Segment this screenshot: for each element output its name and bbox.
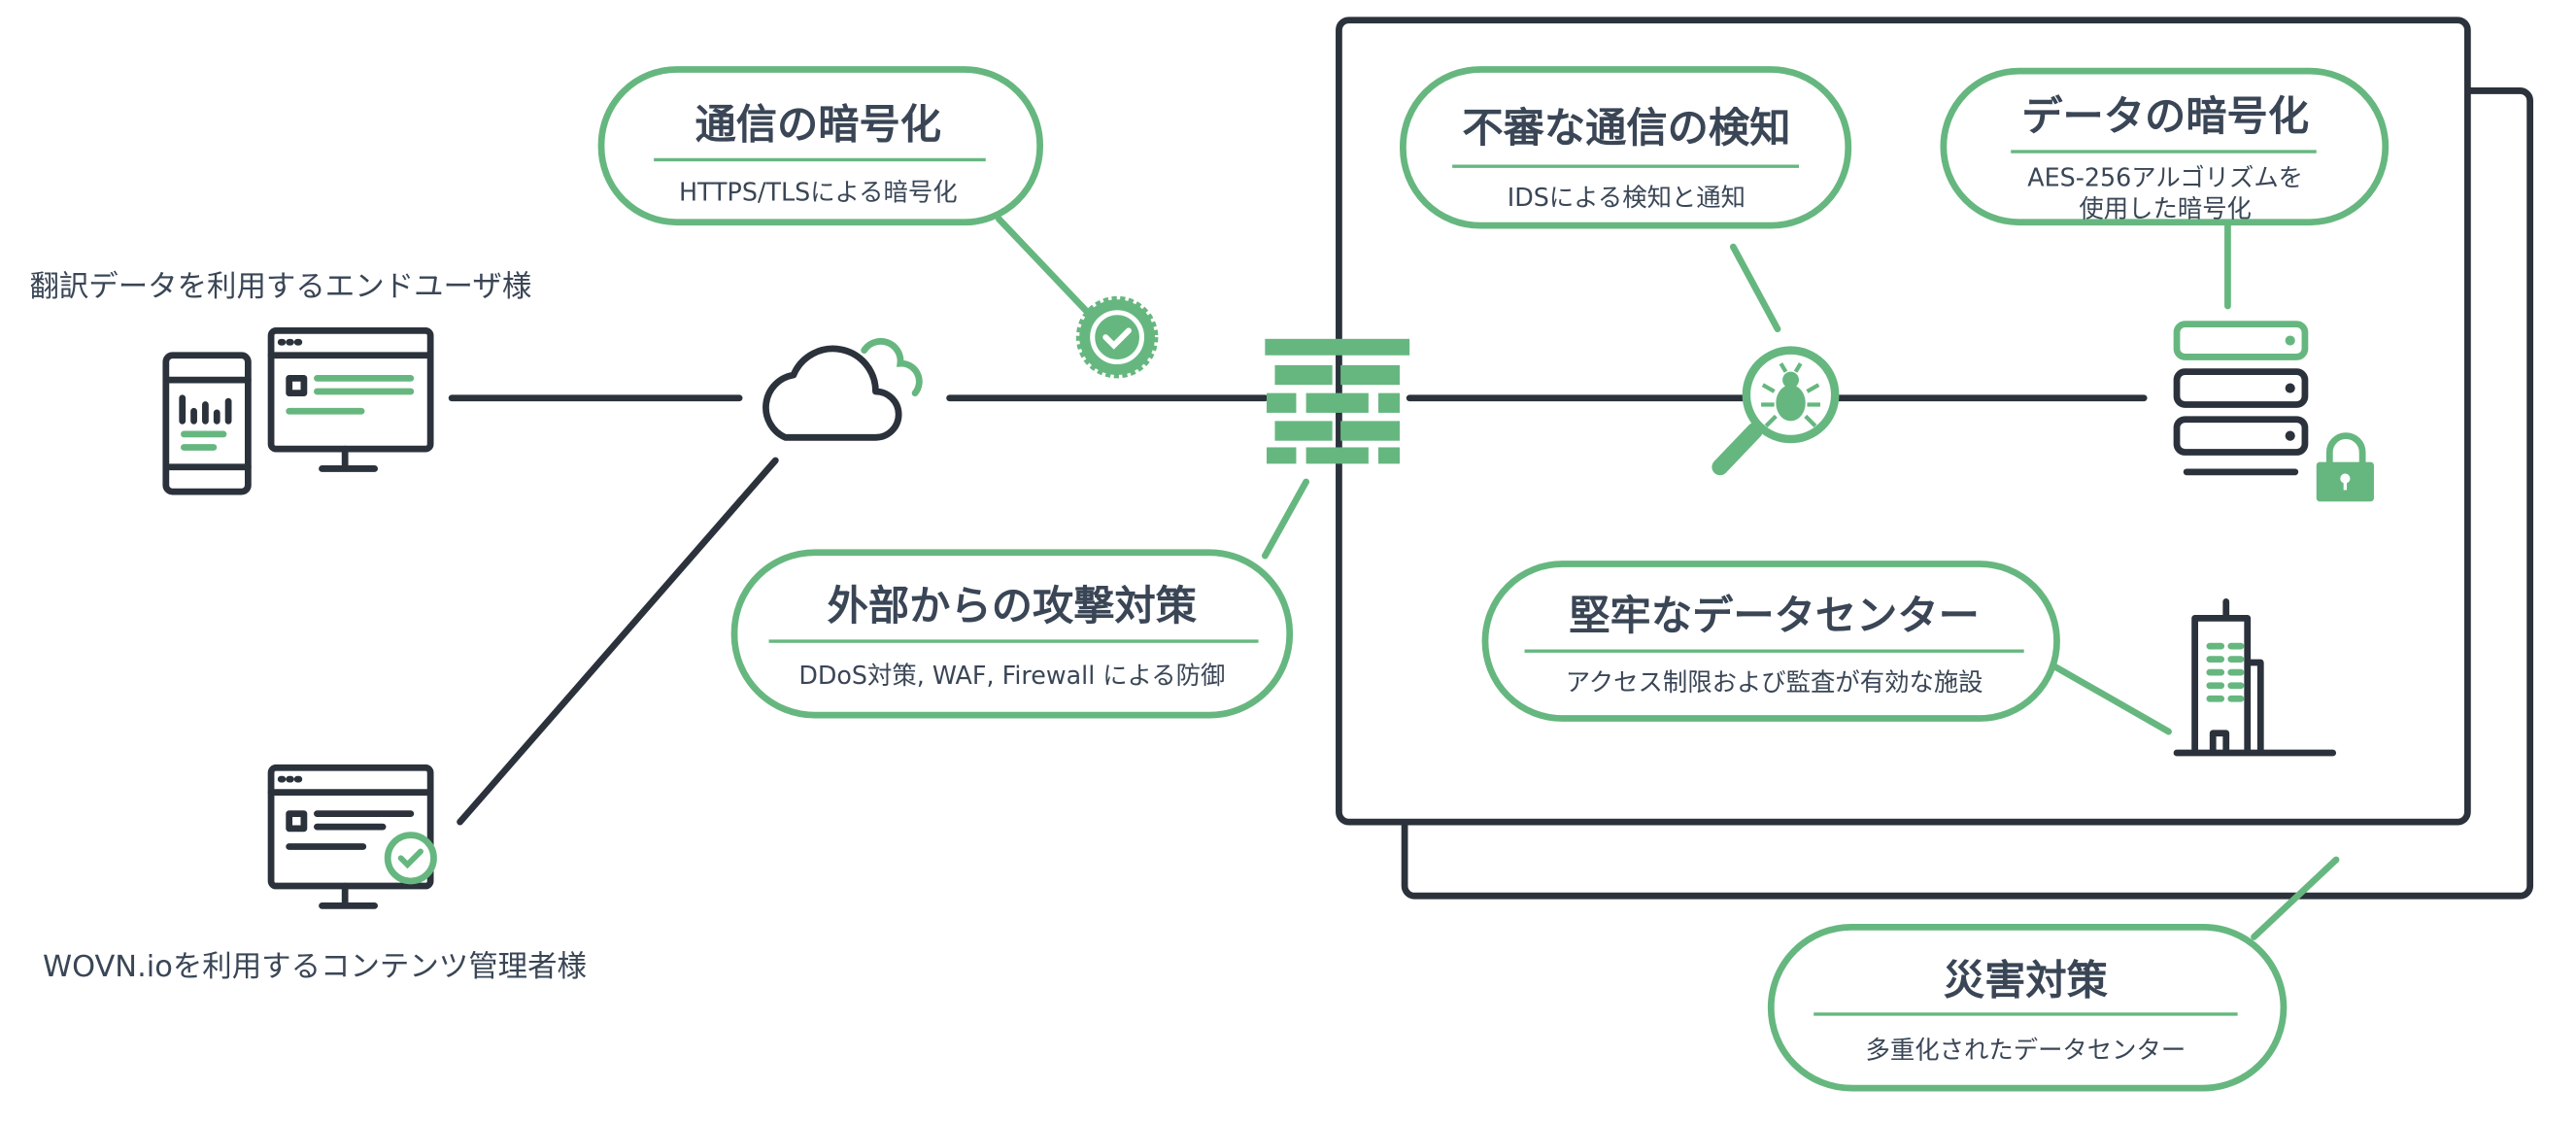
callout-data-encryption: データの暗号化 AES-256アルゴリズムを 使用した暗号化 xyxy=(1940,67,2390,226)
callout-robust-datacenter: 堅牢なデータセンター アクセス制限および監査が有効な施設 xyxy=(1481,561,2060,722)
bug-search-icon xyxy=(1712,346,1840,476)
lock-icon xyxy=(2316,432,2374,502)
connector xyxy=(995,215,1097,322)
firewall-icon xyxy=(1265,338,1410,464)
callout-subtitle: 多重化されたデータセンター xyxy=(1866,1036,2186,1065)
devices-icon xyxy=(162,326,434,495)
callout-title: データの暗号化 xyxy=(2021,92,2309,140)
callout-subtitle: IDSによる検知と通知 xyxy=(1508,183,1746,212)
connector xyxy=(2050,663,2172,735)
callout-transport-encryption: 通信の暗号化 HTTPS/TLSによる暗号化 xyxy=(597,66,1043,226)
callout-title: 外部からの攻撃対策 xyxy=(828,582,1198,630)
callout-intrusion-detection: 不審な通信の検知 IDSによる検知と通知 xyxy=(1400,66,1852,229)
server-icon xyxy=(2173,321,2309,476)
callout-subtitle-line2: 使用した暗号化 xyxy=(2079,194,2252,223)
connector xyxy=(1729,243,1781,333)
wire-admin-cloud xyxy=(457,457,779,826)
end-user-label: 翻訳データを利用するエンドユーザ様 xyxy=(29,270,531,304)
monitor-check-icon xyxy=(267,764,437,909)
building-icon xyxy=(2173,598,2337,757)
callout-subtitle: アクセス制限および監査が有効な施設 xyxy=(1566,667,1983,697)
callout-subtitle: HTTPS/TLSによる暗号化 xyxy=(679,178,958,207)
cloud-icon xyxy=(763,338,923,441)
callout-title: 堅牢なデータセンター xyxy=(1569,592,1980,639)
connector xyxy=(2251,856,2340,940)
callout-title: 災害対策 xyxy=(1944,957,2109,1004)
callout-subtitle-line1: AES-256アルゴリズムを xyxy=(2027,163,2303,192)
certified-badge-icon xyxy=(1075,295,1159,379)
callout-subtitle: DDoS対策, WAF, Firewall による防御 xyxy=(798,661,1225,690)
connector xyxy=(1261,478,1309,560)
callout-title: 通信の暗号化 xyxy=(695,100,941,148)
callout-attack-protection: 外部からの攻撃対策 DDoS対策, WAF, Firewall による防御 xyxy=(730,549,1294,719)
admin-label: WOVN.ioを利用するコンテンツ管理者様 xyxy=(43,950,587,984)
callout-disaster-recovery: 災害対策 多重化されたデータセンター xyxy=(1767,923,2288,1092)
callout-title: 不審な通信の検知 xyxy=(1462,104,1790,152)
